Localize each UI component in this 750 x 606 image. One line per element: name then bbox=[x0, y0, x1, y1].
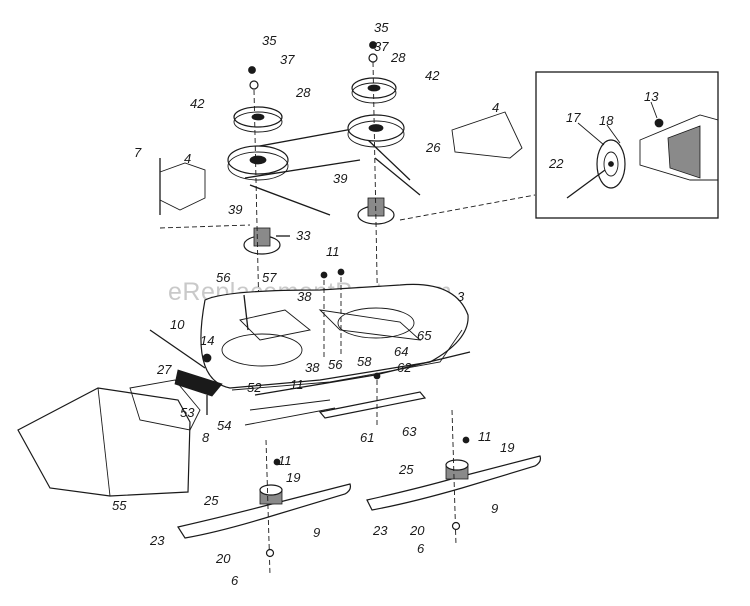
callout-23-right: 23 bbox=[372, 523, 388, 538]
callout-6-left: 6 bbox=[231, 573, 239, 588]
callout-10: 10 bbox=[170, 317, 185, 332]
inset-idler-center bbox=[608, 161, 614, 167]
callout-11-blade-left: 11 bbox=[278, 453, 292, 468]
callout-37-right: 37 bbox=[374, 39, 389, 54]
callout-8: 8 bbox=[202, 430, 210, 445]
front-strip-63 bbox=[318, 391, 427, 419]
chute-hinge bbox=[129, 379, 201, 431]
callout-56-right: 56 bbox=[328, 357, 343, 372]
callout-22: 22 bbox=[548, 156, 564, 171]
callout-17: 17 bbox=[566, 110, 581, 125]
deck-spindle-well-right bbox=[337, 307, 415, 339]
leader-18 bbox=[606, 124, 621, 144]
inset-idler-hub bbox=[603, 151, 619, 177]
callout-20-right: 20 bbox=[409, 523, 425, 538]
callout-55: 55 bbox=[112, 498, 127, 513]
callout-11-blade-right: 11 bbox=[478, 429, 492, 444]
blade-assembly-left bbox=[177, 439, 352, 576]
callout-9-right: 9 bbox=[491, 501, 498, 516]
leader-13 bbox=[650, 101, 658, 119]
callout-11-chute: 11 bbox=[290, 377, 304, 392]
bracket-4-left bbox=[159, 162, 206, 211]
leader-17 bbox=[577, 122, 605, 146]
inset-bolt-22 bbox=[566, 169, 606, 199]
callout-20-left: 20 bbox=[215, 551, 231, 566]
blade-assembly-right bbox=[366, 409, 542, 546]
callout-42-left: 42 bbox=[190, 96, 205, 111]
callout-61: 61 bbox=[360, 430, 374, 445]
mower-deck-housing bbox=[200, 268, 471, 426]
washer-37-left bbox=[249, 80, 259, 90]
callout-62: 62 bbox=[397, 360, 412, 375]
callout-42-right: 42 bbox=[425, 68, 440, 83]
callout-labels: 35 37 28 35 37 28 42 42 4 7 4 26 39 39 3… bbox=[112, 20, 659, 588]
callout-18: 18 bbox=[599, 113, 614, 128]
callout-64: 64 bbox=[394, 344, 408, 359]
callout-28-right: 28 bbox=[390, 50, 406, 65]
callout-63: 63 bbox=[402, 424, 417, 439]
deck-spindle-well-left bbox=[221, 333, 303, 367]
callout-58: 58 bbox=[357, 354, 372, 369]
callout-3: 3 bbox=[457, 289, 465, 304]
inset-idler-detail bbox=[535, 71, 719, 219]
chute-bracket-53 bbox=[174, 369, 223, 397]
callout-38-top: 38 bbox=[297, 289, 312, 304]
inset-bracket-shade bbox=[667, 125, 701, 179]
callout-11-deck: 11 bbox=[326, 244, 340, 259]
callout-65: 65 bbox=[417, 328, 432, 343]
callout-39-left: 39 bbox=[228, 202, 242, 217]
callout-52: 52 bbox=[247, 380, 262, 395]
discharge-chute-assembly bbox=[17, 329, 223, 497]
blade-23-left bbox=[177, 483, 352, 539]
deck-top bbox=[200, 283, 469, 389]
callout-56-left: 56 bbox=[216, 270, 231, 285]
nut-35-right bbox=[369, 41, 377, 49]
callout-57: 57 bbox=[262, 270, 277, 285]
callout-35-right: 35 bbox=[374, 20, 389, 35]
callout-19-blade-right: 19 bbox=[500, 440, 514, 455]
callout-54: 54 bbox=[217, 418, 231, 433]
callout-37-left: 37 bbox=[280, 52, 295, 67]
callout-6-right: 6 bbox=[417, 541, 425, 556]
callout-28-left: 28 bbox=[295, 85, 311, 100]
callout-7: 7 bbox=[134, 145, 142, 160]
lever-rod-10 bbox=[149, 329, 206, 369]
bracket-4-right bbox=[451, 111, 523, 159]
callout-23-left: 23 bbox=[149, 533, 165, 548]
callout-9-left: 9 bbox=[313, 525, 320, 540]
callout-38-bottom: 38 bbox=[305, 360, 320, 375]
callout-14: 14 bbox=[200, 333, 214, 348]
callout-27: 27 bbox=[156, 362, 172, 377]
washer-37-right bbox=[368, 53, 378, 63]
drive-belt-26 bbox=[237, 127, 421, 216]
drive-pulley-assembly bbox=[159, 41, 536, 361]
callout-4-left: 4 bbox=[184, 151, 191, 166]
callout-25-left: 25 bbox=[203, 493, 219, 508]
callout-13: 13 bbox=[644, 89, 659, 104]
inset-nut-13 bbox=[654, 118, 664, 128]
callout-25-right: 25 bbox=[398, 462, 414, 477]
inset-bracket bbox=[639, 114, 719, 181]
callout-53: 53 bbox=[180, 405, 195, 420]
callout-26: 26 bbox=[425, 140, 441, 155]
nut-35-left bbox=[248, 66, 256, 74]
callout-39-right: 39 bbox=[333, 171, 347, 186]
idler-arm-38 bbox=[318, 309, 422, 341]
callout-35-left: 35 bbox=[262, 33, 277, 48]
callout-4-right: 4 bbox=[492, 100, 499, 115]
callout-19-blade-left: 19 bbox=[286, 470, 300, 485]
callout-33: 33 bbox=[296, 228, 311, 243]
